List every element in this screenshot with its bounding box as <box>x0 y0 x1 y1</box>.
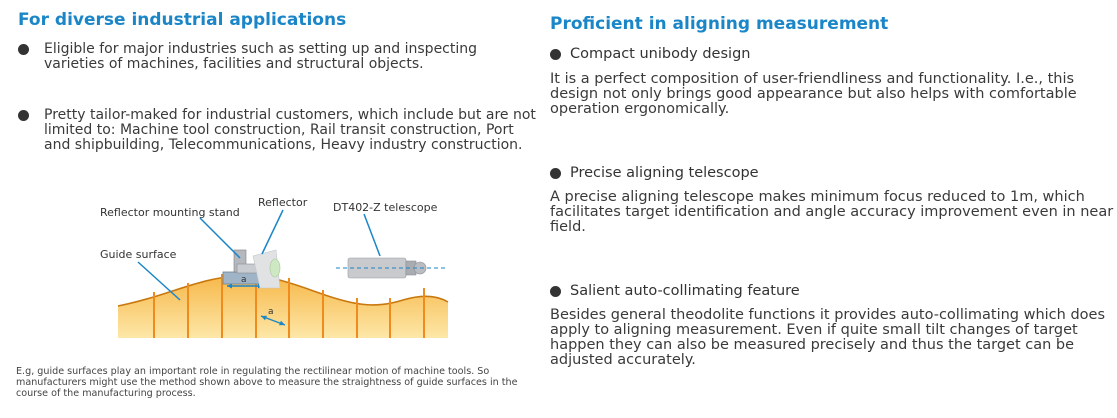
bullet-icon <box>550 168 561 179</box>
measurement-lines <box>153 272 425 338</box>
list-item: Eligible for major industries such as se… <box>18 42 538 72</box>
guide-surface-line <box>117 275 449 307</box>
bullet-text: Pretty tailor-maked for industrial custo… <box>44 107 536 153</box>
list-item: Pretty tailor-maked for industrial custo… <box>18 108 543 153</box>
label-telescope: DT402-Z telescope <box>333 201 438 214</box>
right-section-title: Proficient in aligning measurement <box>550 14 889 34</box>
label-guide-surface: Guide surface <box>100 248 177 261</box>
feature-title: Salient auto-collimating feature <box>550 283 1090 299</box>
feature-body: Besides general theodolite functions it … <box>550 307 1106 368</box>
dimension-a-label-bottom: a <box>268 307 274 317</box>
feature-body: It is a perfect composition of user-frie… <box>550 71 1077 117</box>
bullet-icon <box>550 49 561 60</box>
bullet-icon <box>550 286 561 297</box>
bullet-icon <box>18 44 29 55</box>
telescope-shape <box>336 257 448 279</box>
bullet-icon <box>18 110 29 121</box>
feature-title: Compact unibody design <box>550 46 1090 62</box>
diagram-caption: E.g, guide surfaces play an important ro… <box>16 366 518 399</box>
left-section-title: For diverse industrial applications <box>18 10 347 30</box>
label-mounting-stand: Reflector mounting stand <box>100 206 240 219</box>
feature-title: Precise aligning telescope <box>550 165 1090 181</box>
dimension-a-label-top: a <box>241 275 247 285</box>
guide-surface-body <box>118 275 448 338</box>
label-reflector: Reflector <box>258 196 308 209</box>
bullet-text: Eligible for major industries such as se… <box>44 41 478 72</box>
feature-body: A precise aligning telescope makes minim… <box>550 189 1114 235</box>
guide-surface-diagram: a a Reflector mounting stand Reflector D… <box>100 196 449 338</box>
leader-lines <box>137 209 381 301</box>
